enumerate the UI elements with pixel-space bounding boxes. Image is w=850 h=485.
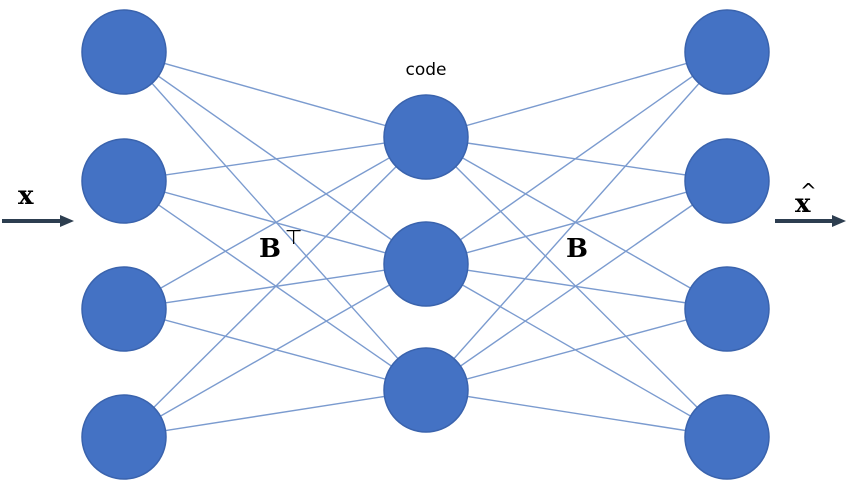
edge-code-2-output-2 xyxy=(425,180,728,265)
output-node-4 xyxy=(684,394,770,480)
node-group xyxy=(81,9,770,480)
edge-input-4-code-1 xyxy=(123,136,427,438)
encoder-transpose-symbol: ⊤ xyxy=(285,225,302,249)
edge-input-1-code-1 xyxy=(123,51,427,138)
edge-group xyxy=(123,51,728,438)
input-label: x xyxy=(18,181,34,211)
output-label: x xyxy=(795,189,811,219)
input-node-4 xyxy=(81,394,167,480)
edge-code-3-output-4 xyxy=(425,389,728,438)
edge-code-1-output-2 xyxy=(425,136,728,182)
edge-code-2-output-3 xyxy=(425,263,728,310)
decoder-weights-label: B xyxy=(566,234,588,264)
encoder-weights-label: B xyxy=(259,234,281,264)
edge-input-4-code-2 xyxy=(123,263,427,438)
edge-input-2-code-3 xyxy=(123,180,427,391)
input-node-2 xyxy=(81,138,167,224)
edge-input-1-code-3 xyxy=(123,51,427,391)
edge-code-3-output-2 xyxy=(425,180,728,391)
edge-code-1-output-1 xyxy=(425,51,728,138)
edge-input-3-code-1 xyxy=(123,136,427,310)
input-arrow xyxy=(2,215,74,227)
output-hat: ^ xyxy=(800,179,817,203)
output-arrow xyxy=(775,215,846,227)
edge-input-4-code-3 xyxy=(123,389,427,438)
edge-code-3-output-3 xyxy=(425,308,728,391)
code-node-3 xyxy=(383,347,469,433)
input-node-3 xyxy=(81,266,167,352)
output-node-1 xyxy=(684,9,770,95)
code-label: code xyxy=(406,60,447,80)
edge-code-2-output-4 xyxy=(425,263,728,438)
edge-input-2-code-1 xyxy=(123,136,427,182)
edge-code-2-output-1 xyxy=(425,51,728,265)
code-node-2 xyxy=(383,221,469,307)
input-node-1 xyxy=(81,9,167,95)
code-node-1 xyxy=(383,94,469,180)
output-node-2 xyxy=(684,138,770,224)
output-node-3 xyxy=(684,266,770,352)
edge-input-3-code-3 xyxy=(123,308,427,391)
edge-code-3-output-1 xyxy=(425,51,728,391)
edge-input-1-code-2 xyxy=(123,51,427,265)
